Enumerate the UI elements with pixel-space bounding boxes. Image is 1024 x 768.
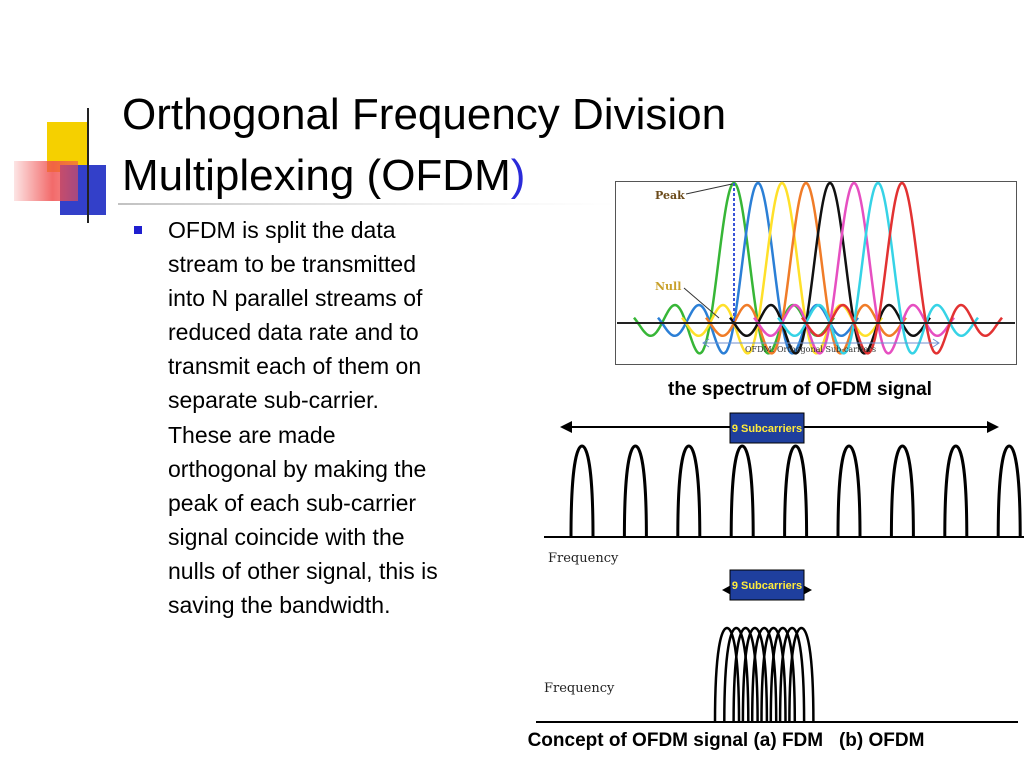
slide-title-paren: ) xyxy=(510,151,526,200)
orthogonal-subcarriers-arrow xyxy=(702,338,940,348)
fdm-badge-label: 9 Subcarriers xyxy=(732,423,802,435)
title-underline xyxy=(118,203,618,205)
decorative-squares xyxy=(0,108,130,223)
null-label: Null xyxy=(655,280,681,293)
ofdm-lobe xyxy=(713,626,741,723)
fdm-badge: 9 Subcarriers xyxy=(729,412,805,444)
ofdm-lobe xyxy=(723,626,750,723)
bullet-text: OFDM is split the data stream to be tran… xyxy=(168,217,438,619)
subcarrier-curve xyxy=(777,181,979,355)
spectrum-axis-caption: OFDM: Orthogonal Sub-carriers xyxy=(745,345,876,354)
subcarrier-curve xyxy=(801,181,1003,355)
subcarrier-curve xyxy=(705,181,907,355)
deco-red-square xyxy=(14,161,78,201)
subcarrier-curve xyxy=(753,181,955,355)
peak-pointer xyxy=(685,183,733,195)
fdm-lobe xyxy=(836,444,862,538)
ofdm-badge-label: 9 Subcarriers xyxy=(732,580,802,592)
fdm-subcarrier-lobes xyxy=(569,444,1022,538)
spectrum-figure: Peak Null OFDM: Orthogonal Sub-carriers xyxy=(615,181,1017,365)
fdm-lobe xyxy=(943,444,969,538)
null-pointer xyxy=(683,287,720,319)
slide-title: Orthogonal Frequency Division Multiplexi… xyxy=(122,84,882,206)
fdm-ofdm-diagram: 9 Subcarriers Frequency 9 Subcarriers Fr… xyxy=(536,412,1024,723)
ofdm-subcarrier-lobes xyxy=(713,626,815,723)
concept-caption: Concept of OFDM signal (a) FDM (b) OFDM xyxy=(527,730,925,751)
subcarrier-curves xyxy=(633,181,1003,355)
ofdm-lobe xyxy=(778,626,806,723)
bullet-marker xyxy=(134,226,142,234)
peak-label: Peak xyxy=(655,189,685,202)
fdm-lobe xyxy=(889,444,915,538)
subcarrier-curve xyxy=(729,181,931,355)
ofdm-lobe xyxy=(741,626,769,723)
fdm-lobe xyxy=(676,444,702,538)
fdm-lobe xyxy=(622,444,648,538)
fdm-lobe xyxy=(783,444,809,538)
ofdm-badge: 9 Subcarriers xyxy=(729,569,805,601)
ofdm-lobe xyxy=(750,626,778,723)
fdm-axis-label: Frequency xyxy=(548,551,619,566)
fdm-lobe xyxy=(996,444,1022,538)
ofdm-lobe xyxy=(788,626,815,723)
ofdm-axis-label: Frequency xyxy=(544,681,615,696)
ofdm-lobe xyxy=(760,626,787,723)
spectrum-frame xyxy=(615,181,1017,365)
slide-title-text: Orthogonal Frequency Division Multiplexi… xyxy=(122,90,727,200)
ofdm-lobe xyxy=(732,626,759,723)
spectrum-caption: the spectrum of OFDM signal xyxy=(668,379,932,400)
fdm-lobe xyxy=(729,444,755,538)
ofdm-lobe xyxy=(769,626,797,723)
fdm-lobe xyxy=(569,444,595,538)
